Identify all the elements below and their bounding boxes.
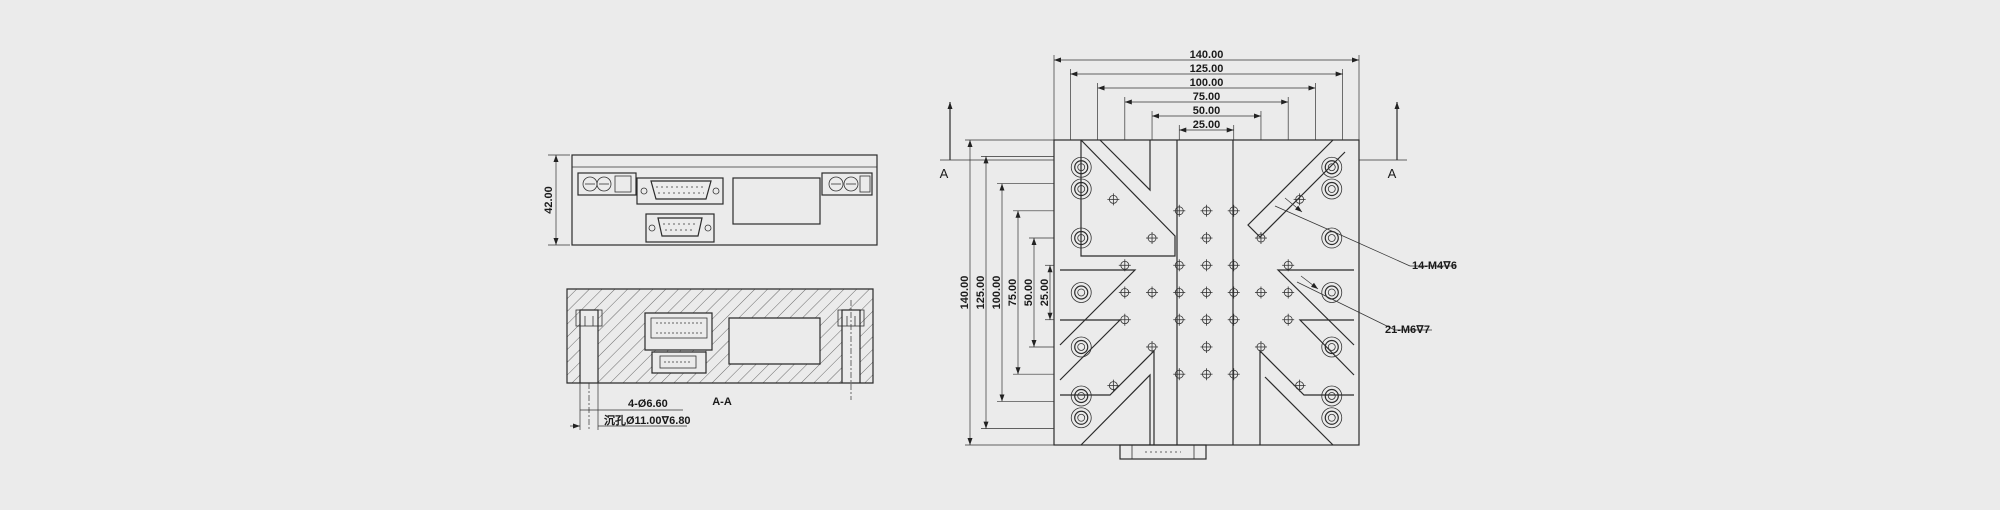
m4-hole [1070, 282, 1092, 303]
m6-hole [1200, 313, 1213, 326]
section-label: A-A [712, 396, 732, 408]
m6-hole [1227, 313, 1240, 326]
m6-hole [1107, 379, 1120, 392]
section-marker-left: A [940, 166, 949, 181]
section-view: 4-Ø6.60 沉孔Ø11.00∇6.80 A-A [566, 288, 874, 430]
hole-spec: 4-Ø6.60 [628, 398, 668, 410]
m6-hole [1254, 340, 1267, 353]
m6-hole [1200, 232, 1213, 245]
m4-hole [1070, 227, 1092, 249]
m6-hole [1200, 259, 1213, 272]
m6-hole [1173, 286, 1186, 299]
side-window [732, 177, 821, 225]
horizontal-dimensions: 140.00 125.00 100.00 75.00 50.00 25.00 [1053, 49, 1360, 140]
horizontal-dimension-label: 140.00 [1190, 49, 1224, 61]
m6-hole [1118, 259, 1131, 272]
counterbore-hole [1070, 407, 1092, 429]
m4-hole [1321, 336, 1343, 358]
vertical-dimension-label: 100.00 [991, 276, 1003, 310]
counterbore-hole [1070, 178, 1092, 200]
right-terminal-block [821, 172, 873, 196]
counterbore-hole [1321, 385, 1343, 407]
m6-hole [1227, 286, 1240, 299]
counterbore-hole [1070, 156, 1092, 178]
m4-hole [1321, 227, 1343, 249]
m6-hole [1200, 368, 1213, 381]
m6-hole [1227, 259, 1240, 272]
counterbore-hole [1321, 178, 1343, 200]
section-connector [650, 317, 708, 369]
bottom-connector [1119, 444, 1207, 460]
m4-hole [1070, 336, 1092, 358]
vertical-dimension-label: 140.00 [959, 276, 971, 310]
m6-hole [1118, 286, 1131, 299]
m6-hole [1200, 286, 1213, 299]
vertical-dimension-label: 25.00 [1039, 279, 1051, 307]
m6-hole [1282, 259, 1295, 272]
m6-hole [1293, 193, 1306, 206]
m4-hole [1321, 282, 1343, 303]
vertical-dimension-label: 125.00 [975, 276, 987, 310]
hole-pattern [1070, 156, 1343, 429]
m6-hole [1173, 204, 1186, 217]
horizontal-dimension-label: 100.00 [1190, 77, 1224, 89]
m6-hole [1254, 232, 1267, 245]
section-hatched-body [566, 288, 874, 384]
db-connector-lower [645, 213, 715, 243]
horizontal-dimension-label: 75.00 [1193, 91, 1221, 103]
height-dimension: 42.00 [543, 186, 555, 214]
vertical-dimension-label: 50.00 [1023, 279, 1035, 307]
m6-hole [1146, 340, 1159, 353]
side-view: 42.00 [543, 154, 878, 246]
horizontal-dimension-label: 125.00 [1190, 63, 1224, 75]
section-arrows [940, 102, 1407, 161]
callout-m6: 21-M6∇7 [1385, 324, 1430, 336]
counterbore-hole [1070, 385, 1092, 407]
m6-hole [1173, 259, 1186, 272]
m6-hole [1107, 193, 1120, 206]
m6-hole [1227, 204, 1240, 217]
horizontal-dimension-label: 25.00 [1193, 119, 1221, 131]
m6-hole [1200, 340, 1213, 353]
m6-hole [1293, 379, 1306, 392]
counterbore-hole [1321, 156, 1343, 178]
m6-hole [1118, 313, 1131, 326]
m6-hole [1200, 204, 1213, 217]
horizontal-dimension-label: 50.00 [1193, 105, 1221, 117]
m6-hole [1173, 368, 1186, 381]
m6-hole [1146, 286, 1159, 299]
m6-hole [1282, 286, 1295, 299]
m6-hole [1254, 286, 1267, 299]
counterbore-spec: 沉孔Ø11.00∇6.80 [604, 413, 691, 427]
m6-hole [1173, 313, 1186, 326]
top-view: A A 140.00 125.00 100.00 75.00 50.00 25.00 14… [940, 49, 1457, 460]
m6-hole [1227, 368, 1240, 381]
section-marker-right: A [1388, 166, 1397, 181]
left-terminal-block [577, 172, 637, 196]
vertical-dimensions: 140.00 125.00 100.00 75.00 50.00 25.00 [959, 139, 1054, 446]
callout-m4: 14-M4∇6 [1412, 260, 1457, 272]
db-connector-top [636, 177, 724, 205]
m6-hole [1282, 313, 1295, 326]
vertical-dimension-label: 75.00 [1007, 279, 1019, 307]
counterbore-hole [1321, 407, 1343, 429]
m6-hole [1146, 232, 1159, 245]
